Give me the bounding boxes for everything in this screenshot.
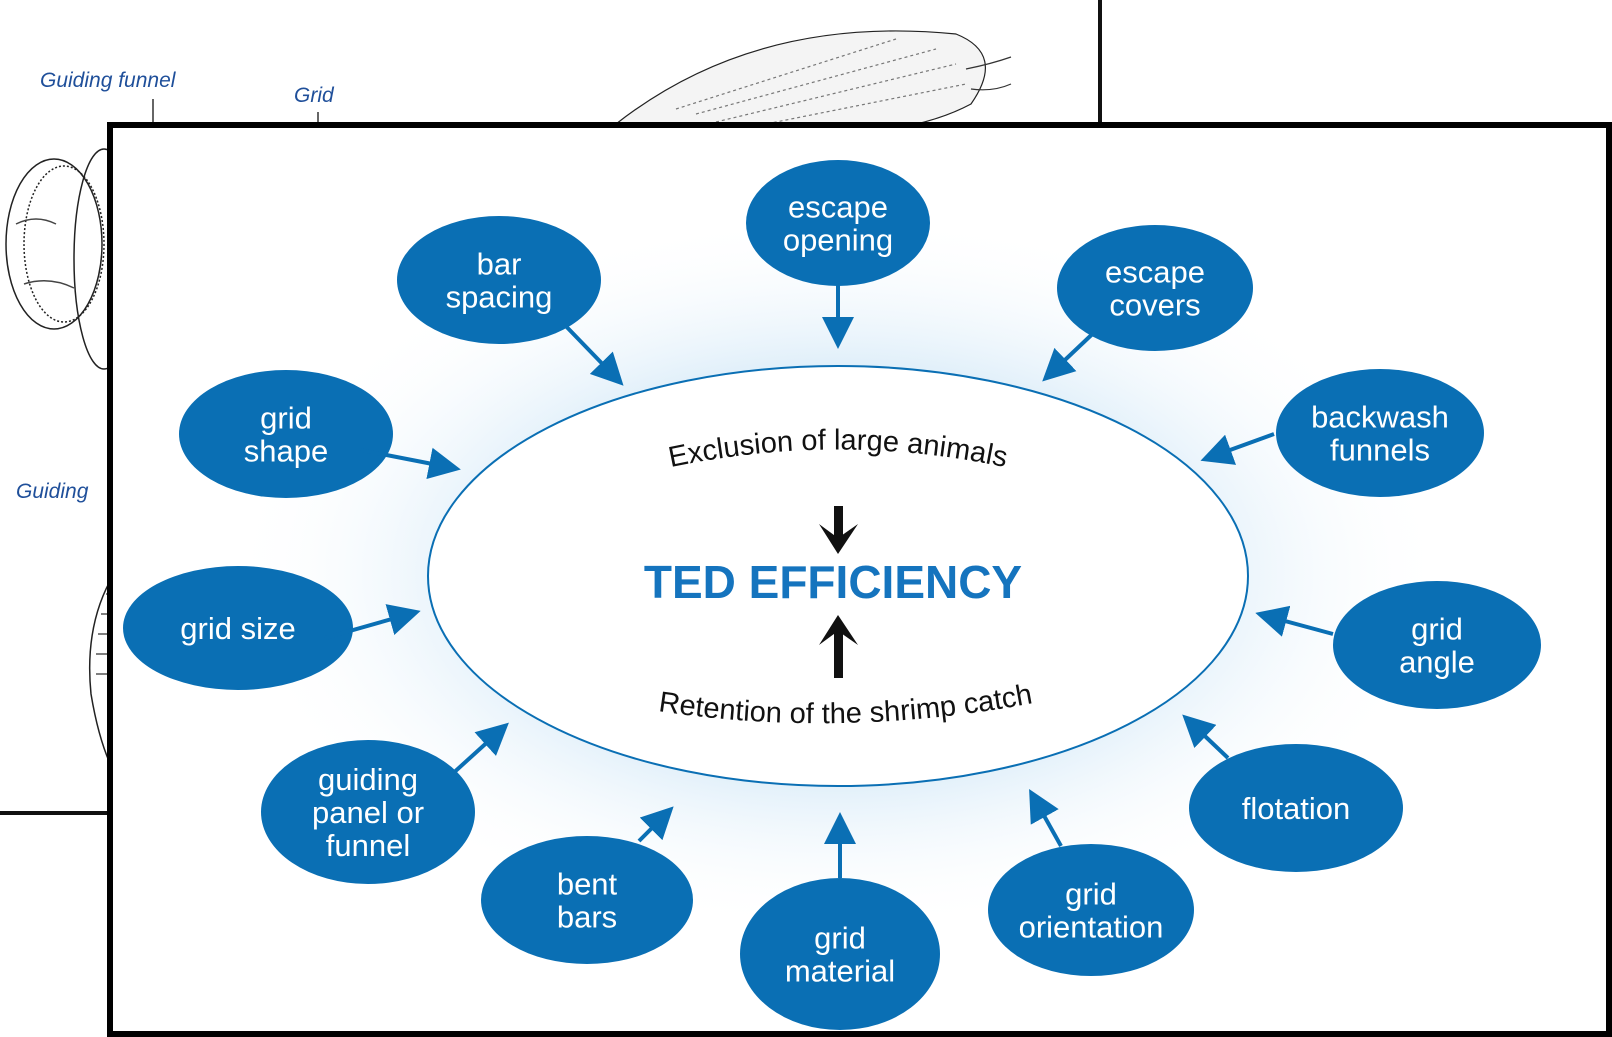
factor-label: grid (814, 921, 866, 956)
factor-bubble (1276, 369, 1484, 497)
factor-node-flotation: flotation (1182, 714, 1403, 872)
factor-bubble (1057, 225, 1253, 351)
center-ellipse (427, 365, 1249, 787)
factor-label: backwash (1311, 400, 1449, 435)
factor-label: bars (557, 900, 617, 935)
factor-label: shape (244, 434, 328, 469)
factor-label: spacing (446, 280, 553, 315)
factor-label: guiding (318, 762, 418, 797)
factor-bubble (1333, 581, 1541, 709)
factor-label: bent (557, 867, 618, 902)
factor-arrow (1042, 322, 1105, 382)
center-title: TED EFFICIENCY (644, 556, 1022, 608)
factor-nodes: escapeopeningescapecoversbackwashfunnels… (123, 160, 1541, 1030)
factor-bubble (261, 740, 475, 884)
factor-arrow (448, 722, 509, 778)
label-guiding: Guiding (16, 480, 89, 503)
label-guiding-funnel: Guiding funnel (40, 69, 176, 92)
factor-label: panel or (312, 795, 424, 830)
factor-arrow (324, 604, 421, 640)
factor-label: flotation (1242, 791, 1351, 826)
factor-label: grid size (180, 611, 295, 646)
factor-bubble (746, 160, 930, 286)
factor-label: grid (1065, 877, 1117, 912)
factor-label: funnel (326, 828, 410, 863)
factor-label: bar (477, 247, 522, 282)
factor-label: funnels (1330, 433, 1430, 468)
ted-diagram-slide: Exclusion of large animals Retention of … (107, 122, 1612, 1037)
factor-label: material (785, 954, 895, 989)
factor-label: covers (1109, 288, 1200, 323)
factor-arrow (1255, 605, 1334, 637)
factor-label: grid (260, 401, 312, 436)
center-arrow-down (819, 506, 858, 554)
factor-label: escape (1105, 255, 1205, 290)
factor-label: orientation (1019, 910, 1164, 945)
factor-bubble (397, 216, 601, 344)
label-grid: Grid (294, 84, 334, 107)
factor-label: escape (788, 190, 888, 225)
factor-bubble (481, 836, 693, 964)
ted-efficiency-diagram: Exclusion of large animals Retention of … (123, 160, 1541, 1030)
factor-bubble (988, 844, 1194, 976)
center-arrow-up (819, 615, 858, 678)
factor-arrow (360, 447, 461, 480)
trawl-net-drawing (614, 30, 1012, 134)
factor-arrow (637, 806, 674, 843)
factor-bubble (740, 878, 940, 1030)
factor-bubble (179, 370, 393, 498)
factor-node-grid-size: grid size (123, 566, 421, 690)
factor-bubble (123, 566, 353, 690)
factor-arrow (1200, 432, 1275, 465)
factor-bubble (1189, 744, 1403, 872)
factor-label: opening (783, 223, 893, 258)
factor-arrow (1029, 789, 1063, 847)
factor-label: grid (1411, 612, 1463, 647)
factor-label: angle (1399, 645, 1475, 680)
factor-arrow (1182, 714, 1230, 760)
factor-arrow (556, 316, 624, 386)
